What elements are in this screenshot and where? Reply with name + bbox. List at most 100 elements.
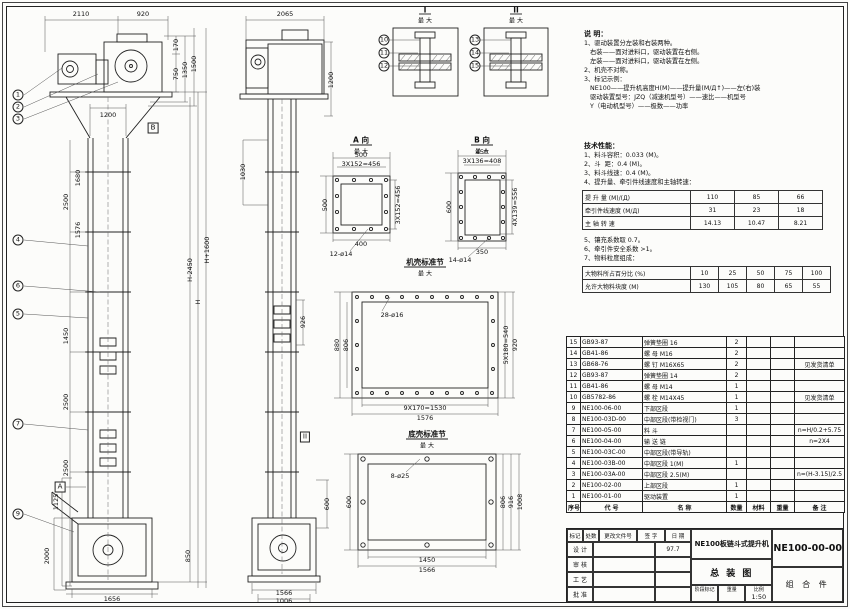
balloon-11: 11 bbox=[378, 47, 390, 59]
balloon-9: 9 bbox=[12, 508, 24, 520]
bom-material bbox=[746, 424, 771, 436]
bom-material bbox=[746, 468, 771, 480]
dim-boot-806: 806 bbox=[498, 495, 507, 509]
bom-code: NE100-06-00 bbox=[580, 402, 643, 414]
mid-section-title: 机壳标准节 bbox=[406, 257, 444, 267]
dim-boot-916: 916 bbox=[506, 495, 515, 509]
signature-row: 工 艺 bbox=[567, 572, 692, 587]
section-marker-a: A bbox=[54, 481, 66, 493]
sign-blank bbox=[593, 542, 656, 557]
performance-row: 主 轴 转 速 14.13 10.47 8.21 bbox=[582, 216, 823, 230]
lump-v4: 75 bbox=[774, 266, 803, 280]
bom-qty: 2 bbox=[726, 336, 747, 348]
note-line: 左装——面对进料口，驱动装置在左侧。 bbox=[584, 58, 704, 65]
bill-of-materials: 15 GB93-87 弹簧垫圈 16 2 14 GB41-86 螺 母 M16 … bbox=[566, 336, 845, 513]
perf-label: 提 升 量 (M)/(Д) bbox=[582, 190, 691, 204]
dim-main-170: 170 bbox=[171, 38, 180, 52]
title-block-number-area: NE100-00-00 组 合 件 bbox=[772, 529, 843, 602]
perf-v2: 10.47 bbox=[734, 216, 779, 230]
dim-mid-holes: 28-ø16 bbox=[380, 310, 404, 319]
drawing-title: NE100板链斗式提升机 bbox=[691, 529, 773, 559]
bom-qty: 1 bbox=[726, 391, 747, 403]
bom-qty: 1 bbox=[726, 479, 747, 491]
bom-material bbox=[746, 402, 771, 414]
balloon-2: 2 bbox=[12, 101, 24, 113]
bom-remark bbox=[794, 336, 845, 348]
dim-boot-holes: 8-ø25 bbox=[390, 471, 410, 480]
dim-b-top1: 450 bbox=[475, 147, 489, 156]
bom-remark bbox=[794, 490, 845, 502]
bom-part-name: 螺 栓 M14X45 bbox=[642, 391, 727, 403]
dim-a-top2: 3X152=456 bbox=[341, 159, 381, 168]
dim-side-1566: 1566 bbox=[275, 588, 293, 597]
dim-main-2110: 2110 bbox=[72, 9, 90, 18]
bom-qty bbox=[726, 468, 747, 480]
bom-material bbox=[746, 358, 771, 370]
lump-row: 允许大物料块度 (M) 130 105 80 65 55 bbox=[582, 279, 831, 293]
bom-part-name: 螺 钉 M16X65 bbox=[642, 358, 727, 370]
view-a-subtitle: 最 大 bbox=[354, 148, 368, 156]
balloon-5: 5 bbox=[12, 308, 24, 320]
dim-main-2500a: 2500 bbox=[61, 193, 70, 211]
bom-material bbox=[746, 336, 771, 348]
bom-code: NE100-02-00 bbox=[580, 479, 643, 491]
lump-row: 大物料所占百分比 (%) 10 25 50 75 100 bbox=[582, 266, 831, 280]
bom-material bbox=[746, 413, 771, 425]
bom-code: NE100-01-00 bbox=[580, 490, 643, 502]
balloon-14: 14 bbox=[469, 47, 481, 59]
perf-v2: 23 bbox=[734, 203, 779, 217]
bom-row: 4 NE100-03B-00 中部区段 1(M) 1 bbox=[566, 457, 845, 469]
bom-code: GB41-86 bbox=[580, 380, 643, 392]
sign-label: 批 准 bbox=[567, 587, 593, 602]
bom-header-material: 材料 bbox=[746, 501, 771, 513]
perf-v1: 31 bbox=[690, 203, 735, 217]
bom-header-remark: 备 注 bbox=[794, 501, 845, 513]
specs-items-2: 5、镶充系数取 0.7。6、牵引件安全系数 >1。7、物料粒度组成： bbox=[584, 236, 846, 263]
dim-mid-1576: 1576 bbox=[416, 413, 434, 422]
main-dimension-lines bbox=[23, 16, 207, 598]
bom-remark bbox=[794, 369, 845, 381]
dim-main-2500b: 2500 bbox=[61, 393, 70, 411]
bom-part-name: 下部区段 bbox=[642, 402, 727, 414]
bom-header-code: 代 号 bbox=[580, 501, 643, 513]
dim-side-1200: 1200 bbox=[326, 71, 335, 89]
bom-material bbox=[746, 391, 771, 403]
bom-remark bbox=[794, 446, 845, 458]
bom-remark bbox=[794, 347, 845, 359]
view-a-drawing bbox=[320, 144, 397, 252]
perf-v1: 110 bbox=[690, 190, 735, 204]
performance-row: 牵引件线速度 (M/Д) 31 23 18 bbox=[582, 203, 823, 217]
detail-ii-title: II bbox=[513, 5, 519, 15]
bom-num: 2 bbox=[566, 479, 581, 491]
bom-num: 13 bbox=[566, 358, 581, 370]
sign-label: 审 核 bbox=[567, 557, 593, 572]
bom-row: 1 NE100-01-00 驱动装置 1 bbox=[566, 490, 845, 502]
dim-main-1450: 1450 bbox=[61, 327, 70, 345]
dim-boot-600: 600 bbox=[344, 495, 353, 509]
detail-ii-drawing bbox=[480, 13, 549, 97]
dim-main-h2450: H-2450 bbox=[185, 258, 194, 282]
bom-weight bbox=[770, 424, 795, 436]
sign-blank bbox=[593, 557, 656, 572]
bom-qty: 1 bbox=[726, 490, 747, 502]
bom-weight bbox=[770, 369, 795, 381]
side-dimension-lines bbox=[242, 16, 333, 602]
detail-i-drawing bbox=[389, 13, 459, 97]
drawing-linework bbox=[23, 13, 549, 602]
bom-code: NE100-04-00 bbox=[580, 435, 643, 447]
section-marker-ii: II bbox=[299, 431, 311, 443]
boot-section-title: 底壳标准节 bbox=[408, 429, 446, 439]
bom-part-name: 上部区段 bbox=[642, 479, 727, 491]
bom-code: NE100-03C-00 bbox=[580, 446, 643, 458]
bom-num: 8 bbox=[566, 413, 581, 425]
bom-num: 11 bbox=[566, 380, 581, 392]
balloon-13: 13 bbox=[469, 34, 481, 46]
weight-cell: 重量 bbox=[718, 585, 746, 602]
dim-main-1656: 1656 bbox=[103, 594, 121, 603]
note-line: NE100——提升机高度H(M)——提升量(M/Д↑)——左(右)装 bbox=[584, 85, 761, 92]
dim-side-1030: 1030 bbox=[238, 163, 247, 181]
bom-material bbox=[746, 369, 771, 381]
rev-col-mark: 标记 bbox=[567, 529, 583, 542]
